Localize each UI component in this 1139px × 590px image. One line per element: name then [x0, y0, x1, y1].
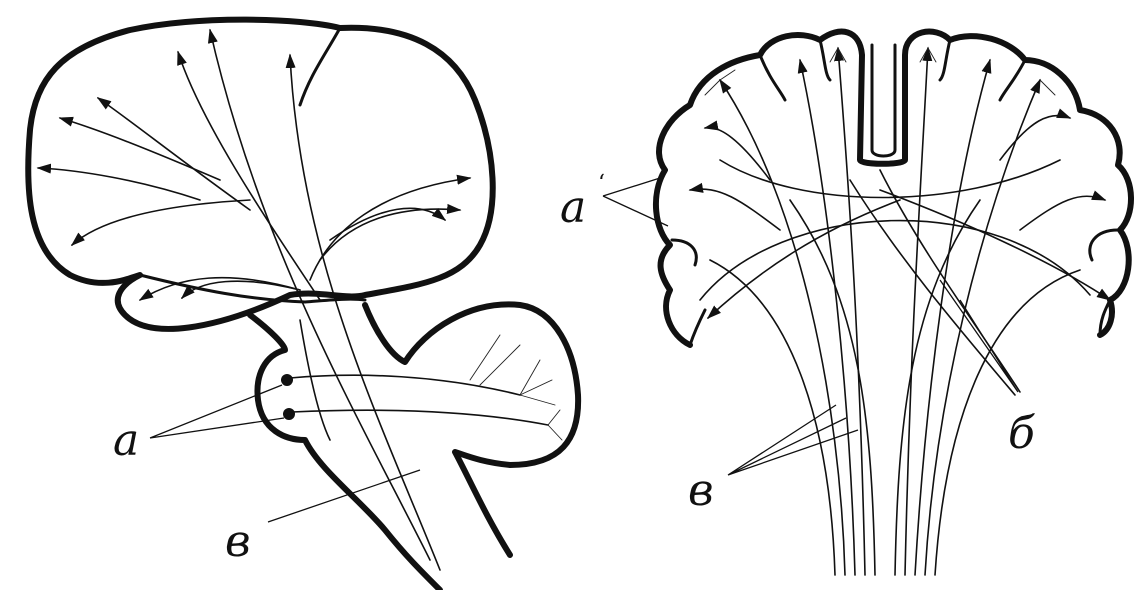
oblique-fiber-1: [850, 180, 1015, 395]
leader-right-v: [728, 405, 858, 475]
right-outline: [656, 32, 1131, 345]
oblique-fiber-2: [880, 170, 1020, 392]
fiber-arrow-7: [72, 200, 250, 245]
nucleus-dot-upper: [281, 374, 293, 386]
fiber-to-lower-lobe-1: [290, 375, 520, 395]
proj-fiber-4: [905, 48, 928, 575]
label-right-a: a: [560, 182, 586, 233]
fiber-plain: [300, 320, 330, 440]
nucleus-dot-lower: [283, 408, 295, 420]
arc-commissural-1: [700, 221, 1090, 300]
fiber-to-lower-lobe-2: [292, 410, 548, 425]
arc-arrow-right: [880, 190, 1110, 300]
proj-fiber-1: [720, 80, 845, 575]
label-right-b: б: [1008, 408, 1035, 459]
left-outline-lower: [365, 304, 578, 555]
fiber-arrow-10: [310, 178, 470, 280]
right-gyri-top: [760, 40, 1025, 100]
label-left-a: a: [113, 415, 139, 466]
assoc-arrow-1: [690, 189, 780, 230]
label-right-a-prime: ‘: [598, 171, 605, 196]
right-fold-left: [672, 240, 705, 345]
fiber-arrow-12: [330, 208, 445, 240]
proj-fiber-9: [790, 200, 875, 575]
left-figure-sagittal: a в: [28, 20, 578, 590]
right-figure-frontal: a ‘ б в: [560, 32, 1131, 575]
right-central-fissure: [872, 45, 895, 156]
leader-right-b: [940, 280, 1018, 392]
label-right-v: в: [688, 465, 714, 516]
fiber-arrow-3: [178, 52, 320, 300]
fiber-arrow-6: [38, 168, 200, 200]
assoc-arrow-3: [1020, 196, 1105, 230]
label-left-v: в: [225, 516, 251, 567]
left-sulcus-top: [300, 28, 340, 105]
proj-fiber-2: [800, 60, 855, 575]
proj-fiber-5: [915, 60, 990, 575]
proj-fiber-10: [895, 200, 980, 575]
arc-arrow-left: [708, 200, 900, 318]
